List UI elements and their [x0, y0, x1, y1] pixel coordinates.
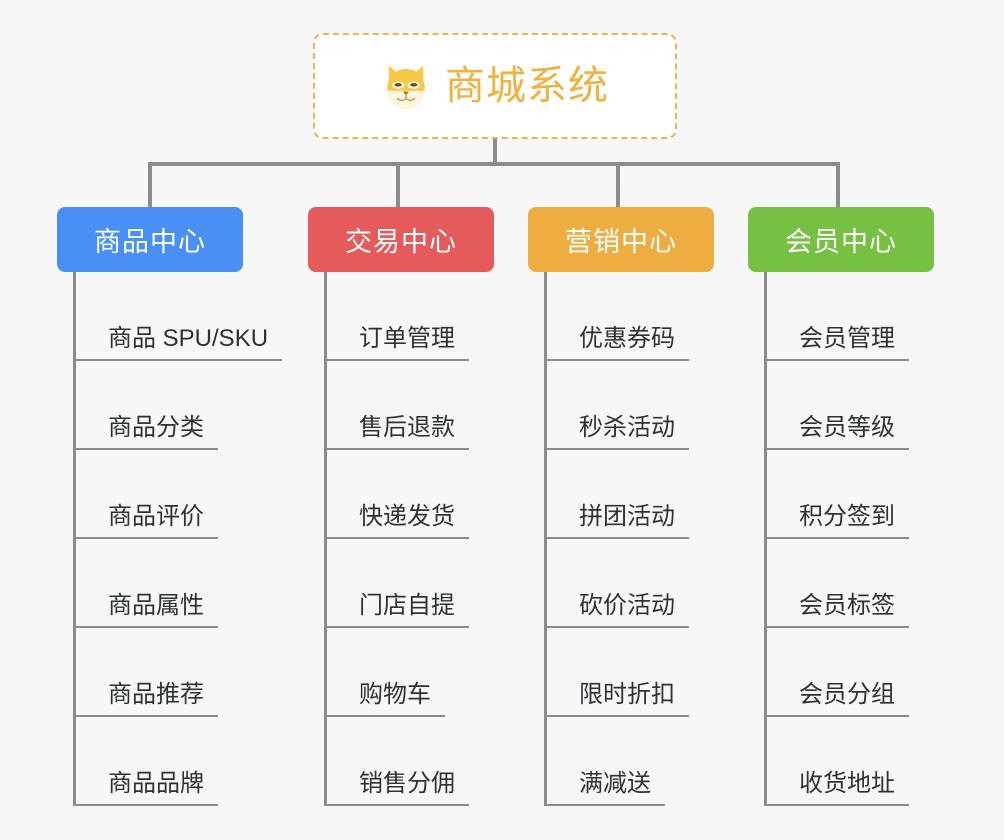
leaf-label: 积分签到 [767, 496, 909, 539]
leaf-label: 快递发货 [327, 496, 469, 539]
leaf-item[interactable]: 砍价活动 [547, 539, 714, 628]
leaf-item[interactable]: 商品分类 [76, 361, 243, 450]
leaf-label: 秒杀活动 [547, 407, 689, 450]
root-stem-connector [493, 139, 497, 164]
branch-drop-connector-4 [836, 162, 840, 209]
leaf-item[interactable]: 秒杀活动 [547, 361, 714, 450]
branch-header-product-center[interactable]: 商品中心 [57, 207, 243, 272]
leaf-label: 门店自提 [327, 585, 469, 628]
leaf-item[interactable]: 商品品牌 [76, 717, 243, 806]
leaf-item[interactable]: 优惠券码 [547, 272, 714, 361]
root-node[interactable]: 商城系统 [313, 33, 677, 139]
branch-marketing-center: 营销中心 优惠券码 秒杀活动 拼团活动 砍价活动 限时折扣 满减送 [528, 207, 714, 806]
leaf-item[interactable]: 商品属性 [76, 539, 243, 628]
shiba-dog-icon [387, 65, 425, 110]
leaf-label: 购物车 [327, 674, 445, 717]
leaf-item[interactable]: 满减送 [547, 717, 714, 806]
branch-body-member-center: 会员管理 会员等级 积分签到 会员标签 会员分组 收货地址 [764, 272, 934, 806]
leaf-label: 销售分佣 [327, 763, 469, 806]
leaf-item[interactable]: 限时折扣 [547, 628, 714, 717]
leaf-label: 订单管理 [327, 318, 469, 361]
leaf-item[interactable]: 商品推荐 [76, 628, 243, 717]
root-title: 商城系统 [445, 64, 609, 108]
leaf-label: 商品 SPU/SKU [76, 318, 283, 361]
leaf-label: 商品属性 [76, 585, 218, 628]
branch-product-center: 商品中心 商品 SPU/SKU 商品分类 商品评价 商品属性 商品推荐 商品品牌 [57, 207, 283, 806]
leaf-label: 收货地址 [767, 763, 909, 806]
leaf-item[interactable]: 购物车 [327, 628, 494, 717]
horizontal-bus-connector [150, 162, 840, 166]
branch-header-trade-center[interactable]: 交易中心 [308, 207, 494, 272]
branch-drop-connector-3 [616, 162, 620, 209]
leaf-label: 砍价活动 [547, 585, 689, 628]
branch-member-center: 会员中心 会员管理 会员等级 积分签到 会员标签 会员分组 收货地址 [748, 207, 934, 806]
leaf-label: 商品分类 [76, 407, 218, 450]
leaf-item[interactable]: 销售分佣 [327, 717, 494, 806]
leaf-label: 商品品牌 [76, 763, 218, 806]
leaf-item[interactable]: 收货地址 [767, 717, 934, 806]
leaf-item[interactable]: 会员管理 [767, 272, 934, 361]
leaf-item[interactable]: 商品评价 [76, 450, 243, 539]
leaf-label: 拼团活动 [547, 496, 689, 539]
leaf-label: 满减送 [547, 763, 665, 806]
branch-body-product-center: 商品 SPU/SKU 商品分类 商品评价 商品属性 商品推荐 商品品牌 [73, 272, 283, 806]
leaf-item[interactable]: 订单管理 [327, 272, 494, 361]
leaf-item[interactable]: 门店自提 [327, 539, 494, 628]
leaf-label: 会员管理 [767, 318, 909, 361]
branch-header-member-center[interactable]: 会员中心 [748, 207, 934, 272]
leaf-label: 会员标签 [767, 585, 909, 628]
leaf-item[interactable]: 拼团活动 [547, 450, 714, 539]
branch-header-label: 交易中心 [345, 227, 457, 257]
leaf-item[interactable]: 快递发货 [327, 450, 494, 539]
leaf-label: 售后退款 [327, 407, 469, 450]
leaf-item[interactable]: 会员标签 [767, 539, 934, 628]
branch-body-marketing-center: 优惠券码 秒杀活动 拼团活动 砍价活动 限时折扣 满减送 [544, 272, 714, 806]
leaf-label: 会员分组 [767, 674, 909, 717]
leaf-label: 商品评价 [76, 496, 218, 539]
leaf-label: 商品推荐 [76, 674, 218, 717]
leaf-item[interactable]: 会员分组 [767, 628, 934, 717]
branch-trade-center: 交易中心 订单管理 售后退款 快递发货 门店自提 购物车 销售分佣 [308, 207, 494, 806]
leaf-item[interactable]: 会员等级 [767, 361, 934, 450]
leaf-item[interactable]: 售后退款 [327, 361, 494, 450]
branch-drop-connector-1 [148, 162, 152, 209]
branch-header-label: 商品中心 [94, 227, 206, 257]
leaf-item[interactable]: 积分签到 [767, 450, 934, 539]
leaf-label: 优惠券码 [547, 318, 689, 361]
branch-header-marketing-center[interactable]: 营销中心 [528, 207, 714, 272]
branch-header-label: 会员中心 [785, 227, 897, 257]
leaf-item[interactable]: 商品 SPU/SKU [76, 272, 283, 361]
branch-header-label: 营销中心 [565, 227, 677, 257]
branch-drop-connector-2 [396, 162, 400, 209]
leaf-label: 限时折扣 [547, 674, 689, 717]
leaf-label: 会员等级 [767, 407, 909, 450]
branch-body-trade-center: 订单管理 售后退款 快递发货 门店自提 购物车 销售分佣 [324, 272, 494, 806]
